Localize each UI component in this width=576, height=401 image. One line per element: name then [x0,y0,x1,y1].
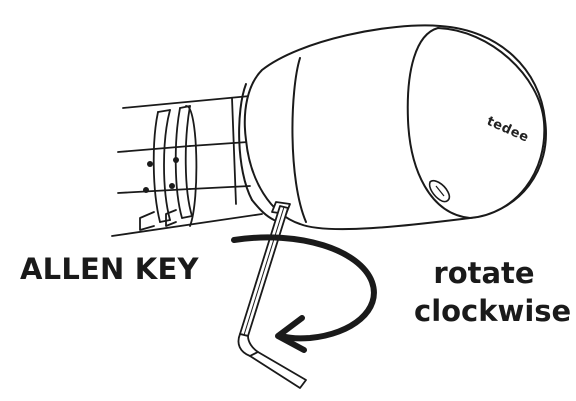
curved-arrow-icon [231,234,377,353]
screw-3 [143,187,149,193]
door-cylinder [111,95,263,237]
allen-key-label: ALLEN KEY [20,252,199,286]
lock-button [428,179,451,203]
allen-key-icon [237,201,307,389]
screw-4 [169,183,175,189]
screw-2 [173,157,179,163]
screw-1 [147,161,153,167]
smart-lock-body [238,24,547,231]
clockwise-label: clockwise [414,294,572,328]
cylinder-screws [143,157,179,193]
rotate-label: rotate [433,256,535,290]
